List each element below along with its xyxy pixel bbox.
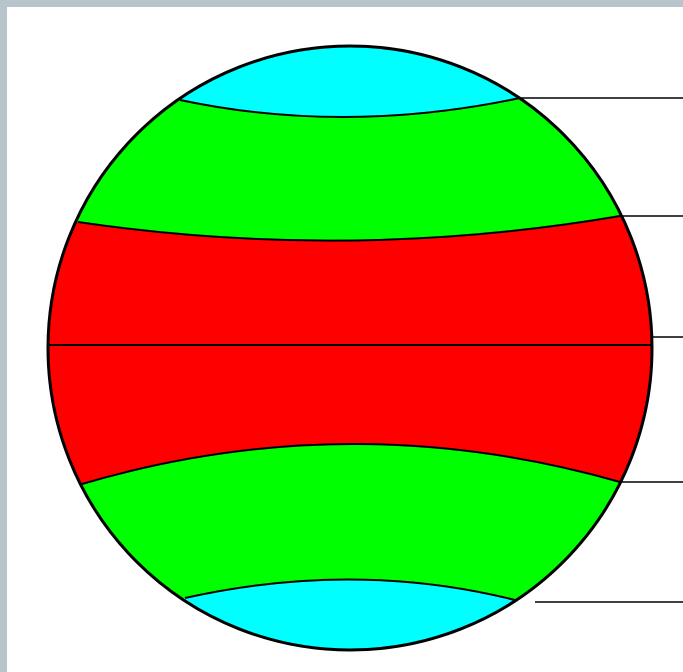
globe-zones-group [40, 40, 660, 672]
zone-north-temperate [40, 98, 660, 241]
zone-south-polar [40, 579, 660, 672]
